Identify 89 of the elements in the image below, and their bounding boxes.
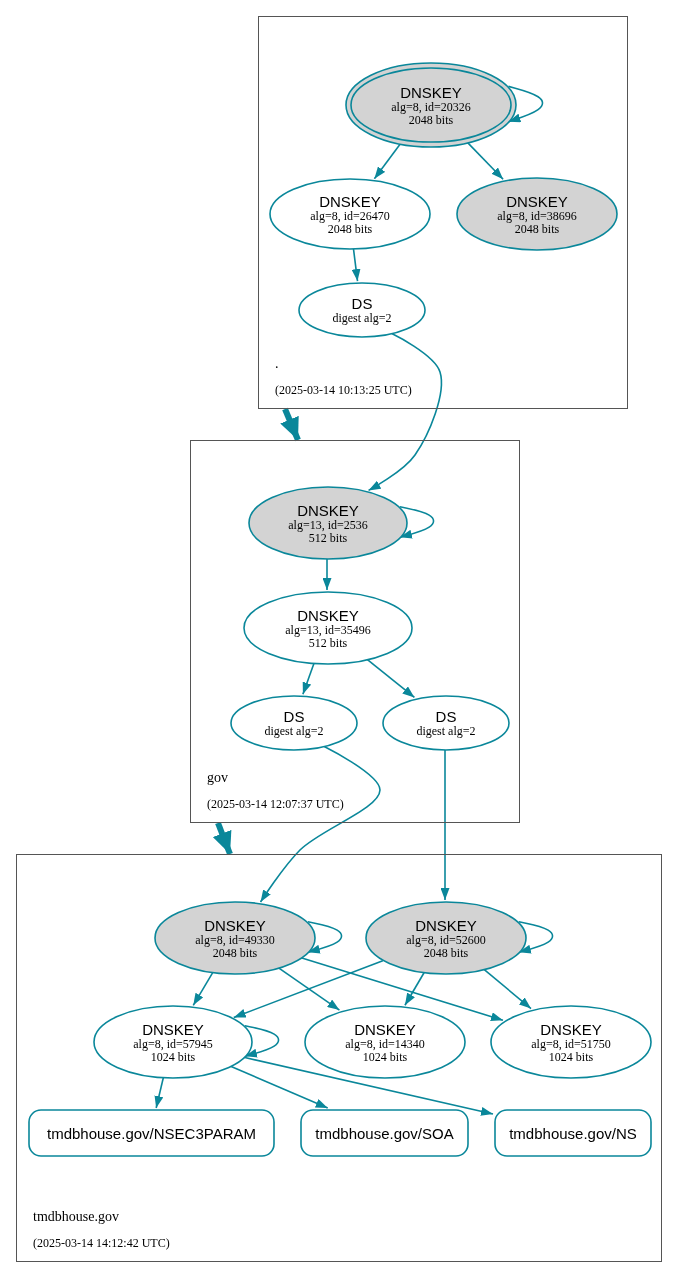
timestamp: (2025-03-14 12:07:37 UTC) [207,797,344,812]
arrow [483,968,532,1010]
arrow [373,143,401,180]
self-loop-arrow [518,921,554,954]
record-type: DNSKEY [506,192,568,210]
record-detail: 2048 bits [408,113,454,127]
record-detail: alg=13, id=2536 [288,518,368,532]
record-ellipse [230,695,358,751]
record-ellipse [248,486,408,560]
arrow [259,745,381,903]
record-ellipse [269,178,431,250]
record-box [300,1109,469,1157]
record-detail: digest alg=2 [332,312,392,325]
record-type: DS [283,708,305,725]
record-detail: 2048 bits [423,946,469,960]
record-ellipse [345,62,517,148]
record-ellipse [298,282,426,338]
record-detail: alg=8, id=26470 [310,209,390,223]
delegation-arrow [212,821,233,856]
record-type: DNSKEY [142,1020,204,1038]
record-detail: 2048 bits [327,222,373,236]
zone-name: gov [207,770,228,786]
arrow [367,332,443,492]
record-detail: 1024 bits [362,1050,408,1064]
record-ellipse [93,1005,253,1079]
arrow [440,749,450,901]
record-ellipse [456,177,618,251]
record-type: tmdbhouse.gov/SOA [315,1124,454,1142]
self-loop-arrow [307,921,343,954]
record-detail: alg=13, id=35496 [285,623,371,637]
record-ellipse [490,1005,652,1079]
record-detail: 1024 bits [150,1050,196,1064]
arrow [154,1077,165,1109]
record-type: DNSKEY [415,916,477,934]
record-ellipse [154,901,316,975]
arrow [351,248,361,282]
arrow [404,971,425,1007]
timestamp: (2025-03-14 14:12:42 UTC) [33,1236,170,1251]
record-detail: alg=8, id=51750 [531,1037,611,1051]
record-detail: 512 bits [308,636,348,650]
arrow [232,959,384,1019]
timestamp: (2025-03-14 10:13:25 UTC) [275,383,412,398]
self-loop-arrow [244,1025,280,1058]
arrow [322,558,332,591]
record-detail: alg=8, id=38696 [497,209,577,223]
record-type: DNSKEY [319,192,381,210]
record-type: tmdbhouse.gov/NSEC3PARAM [47,1124,256,1142]
record-detail: alg=8, id=57945 [133,1037,213,1051]
record-type: DS [351,295,373,312]
arrow [366,658,416,699]
record-box [494,1109,652,1157]
record-ellipse [243,591,413,665]
record-detail: 2048 bits [514,222,560,236]
arrow [243,1056,494,1116]
arrow [229,1065,329,1109]
zone-box [190,440,520,823]
record-detail: 1024 bits [548,1050,594,1064]
record-type: DS [435,708,457,725]
record-type: DNSKEY [354,1020,416,1038]
record-ellipse [365,901,527,975]
arrow [300,956,504,1022]
record-type: tmdbhouse.gov/NS [509,1124,637,1142]
zone-box [16,854,662,1262]
record-detail: alg=8, id=14340 [345,1037,425,1051]
record-detail: alg=8, id=20326 [391,100,471,114]
zone-box [258,16,628,409]
record-type: DNSKEY [540,1020,602,1038]
record-ellipse [382,695,510,751]
arrow [192,971,214,1007]
record-detail: digest alg=2 [264,725,324,738]
record-detail: 2048 bits [212,946,258,960]
record-detail: 512 bits [308,531,348,545]
self-loop-arrow [507,85,544,123]
record-type: DNSKEY [204,916,266,934]
arrow [302,662,315,696]
record-type: DNSKEY [297,501,359,519]
delegation-arrow [280,407,301,442]
record-type: DNSKEY [297,606,359,624]
record-box [28,1109,275,1157]
arrow [277,967,341,1011]
record-ellipse [304,1005,466,1079]
record-type: DNSKEY [400,83,462,101]
self-loop-arrow [399,506,435,539]
zone-name: . [275,356,279,372]
record-detail: alg=8, id=49330 [195,933,275,947]
arrow [466,141,504,180]
record-detail: alg=8, id=52600 [406,933,486,947]
record-detail: digest alg=2 [416,725,476,738]
zone-name: tmdbhouse.gov [33,1209,119,1225]
